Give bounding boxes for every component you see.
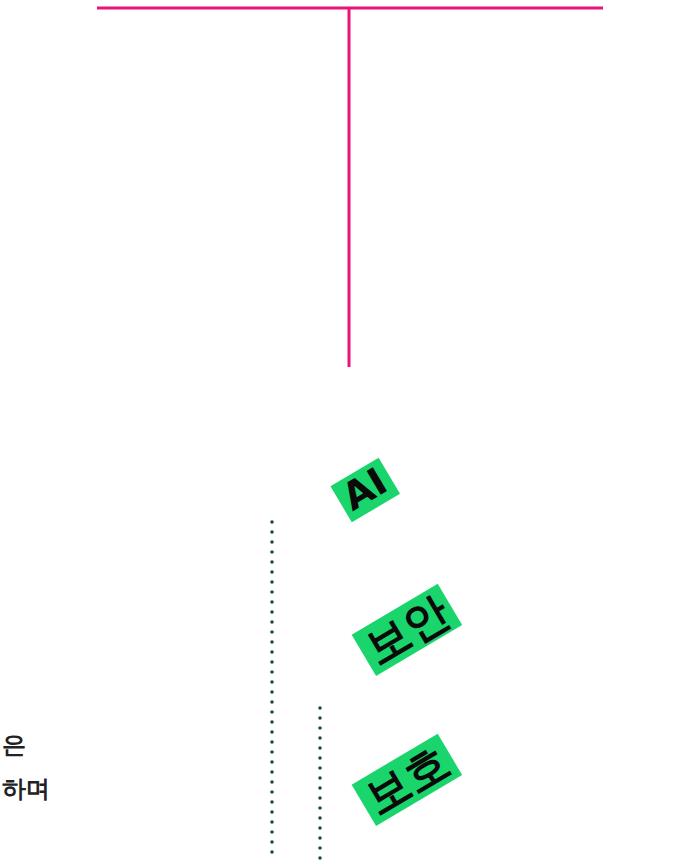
layer-label: 보호: [352, 734, 463, 827]
plate-edge: [19, 370, 350, 576]
pink-leader: [348, 8, 351, 367]
plate-face: [19, 322, 681, 710]
plate-face: [19, 466, 681, 854]
plate-edge: [19, 660, 350, 865]
layer-plate: 보안: [15, 318, 685, 734]
plate-edge: [350, 370, 681, 576]
plate-face: [19, 176, 681, 564]
layer-label: 보안: [352, 584, 463, 677]
text-fragment: 하며: [2, 776, 50, 802]
dotted-line: [318, 708, 322, 860]
plate-edge: [350, 660, 681, 865]
plate-edge: [350, 516, 681, 722]
dotted-line: [270, 522, 274, 860]
plate-edge: [19, 516, 350, 722]
plate-shape: [15, 318, 685, 734]
layer-plate: 보호: [15, 462, 685, 865]
plate-shade: [59, 526, 645, 684]
plate-shade: [59, 380, 645, 538]
layer-plate: AI: [15, 172, 685, 588]
plate-shape: [15, 172, 685, 588]
plate-shade: [59, 670, 645, 828]
text-fragment: 은: [2, 732, 26, 758]
plate-shape: [15, 462, 685, 865]
layer-label: AI: [330, 458, 399, 522]
